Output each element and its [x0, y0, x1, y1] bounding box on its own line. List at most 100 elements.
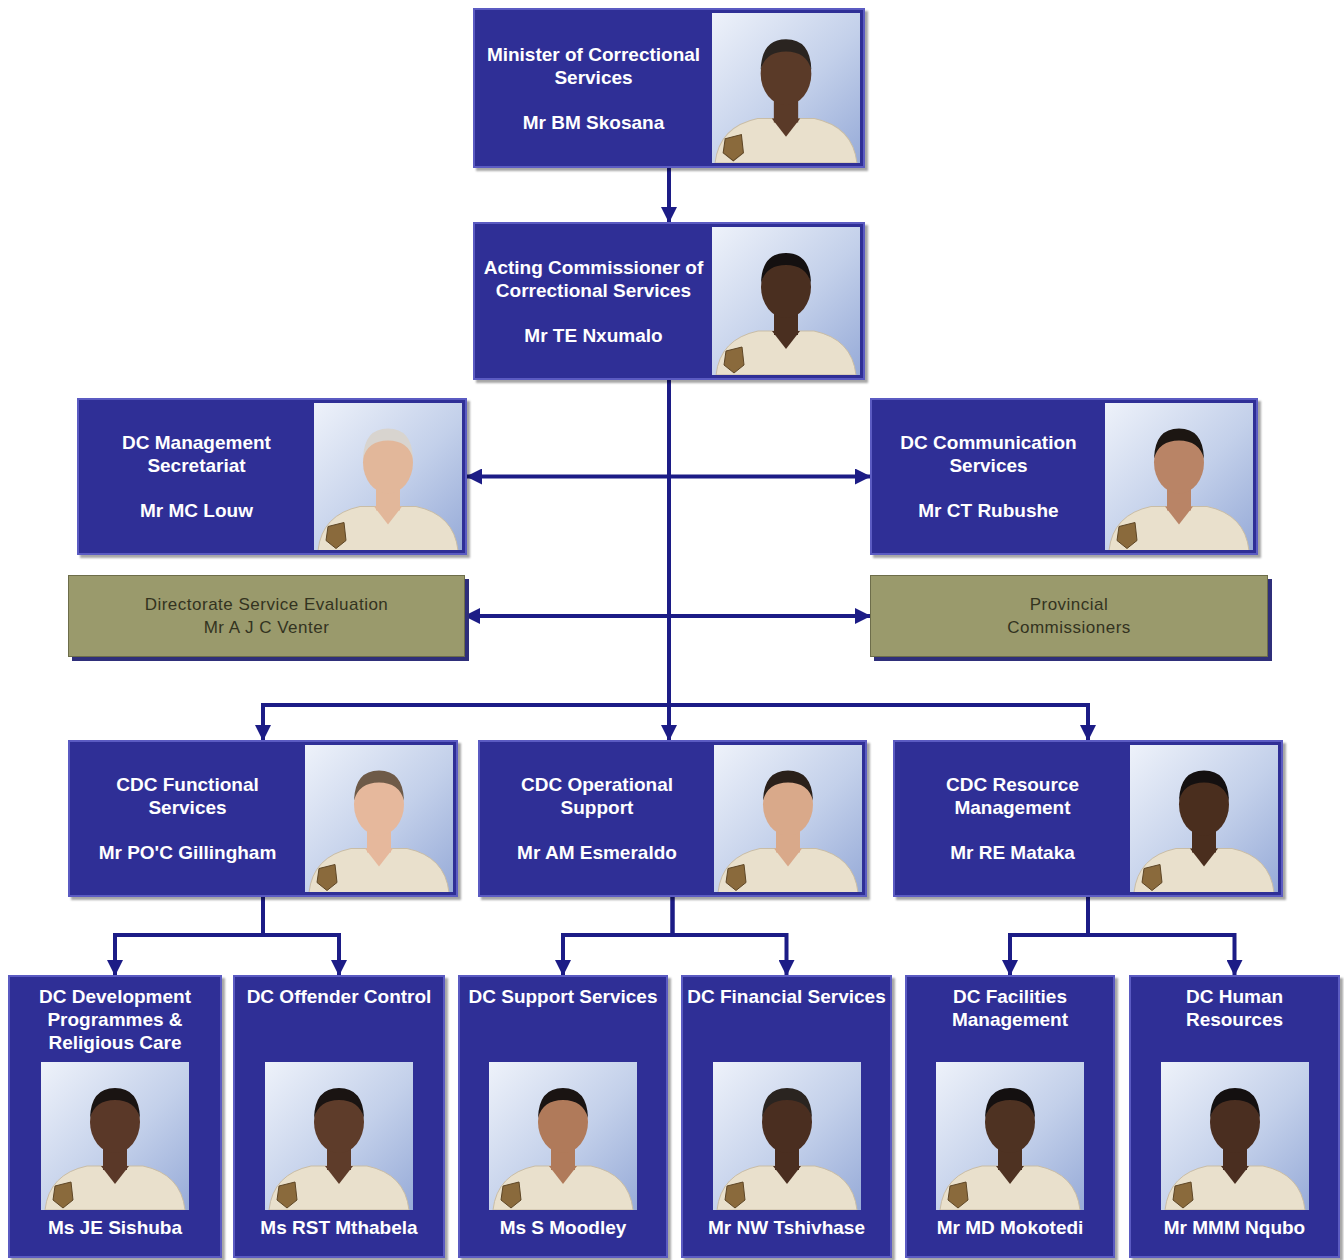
post-title: DC Financial Services	[687, 985, 886, 1054]
person-name: Ms JE Sishuba	[14, 1216, 216, 1239]
collar-shape	[774, 849, 802, 867]
post-title: DC Development Programmes & Religious Ca…	[14, 985, 216, 1054]
hair-shape	[761, 253, 811, 283]
person-name: Mr AM Esmeraldo	[517, 841, 677, 864]
connector-arrow	[673, 897, 787, 975]
collar-shape	[1221, 1166, 1249, 1184]
shirt-shape	[45, 1166, 185, 1210]
unit-box: Provincial Commissioners	[870, 575, 1268, 657]
person-box: CDC Resource Management Mr RE Mataka	[893, 740, 1283, 897]
person-box: DC Financial Services Mr NW Tshivhase	[681, 975, 892, 1258]
text-column: CDC Functional ServicesMr PO'C Gillingha…	[70, 742, 305, 895]
person-box: DC Development Programmes & Religious Ca…	[8, 975, 222, 1258]
person-name: Mr TE Nxumalo	[524, 324, 662, 347]
badge-shape	[723, 135, 743, 161]
person-box: DC Support ServicesMs S Moodley	[458, 975, 668, 1258]
post-title: Minister of Correctional Services	[481, 43, 706, 89]
connector-arrow	[115, 897, 263, 975]
portrait-photo	[712, 227, 860, 375]
shirt-shape	[318, 507, 458, 551]
connector-arrow	[667, 168, 671, 222]
shirt-shape	[718, 849, 858, 893]
post-title: CDC Operational Support	[486, 773, 708, 819]
connector-arrow	[669, 380, 870, 616]
badge-shape	[725, 1182, 745, 1208]
portrait-figure	[314, 403, 462, 550]
portrait-photo	[41, 1062, 189, 1210]
collar-shape	[101, 1166, 129, 1184]
post-title: DC Facilities Management	[911, 985, 1109, 1054]
person-box: Acting Commissioner of Correctional Serv…	[473, 222, 865, 380]
badge-shape	[317, 865, 337, 891]
hair-shape	[761, 39, 812, 69]
post-title: DC Human Resources	[1135, 985, 1334, 1054]
person-name: Mr RE Mataka	[950, 841, 1075, 864]
text-column: DC Management Secretariat Mr MC Louw	[79, 400, 314, 553]
hair-shape	[1210, 1088, 1260, 1118]
post-title: DC Communication Services	[878, 431, 1099, 477]
collar-shape	[1165, 507, 1193, 525]
hair-shape	[762, 1088, 812, 1118]
shirt-shape	[493, 1166, 633, 1210]
portrait-photo	[1161, 1062, 1309, 1210]
person-box: DC Management Secretariat Mr MC Louw	[77, 398, 467, 555]
person-box: DC Communication Services Mr CT Rubushe	[870, 398, 1258, 555]
connector-arrow	[669, 380, 870, 477]
portrait-figure	[1105, 403, 1253, 550]
portrait-figure	[41, 1062, 189, 1210]
collar-shape	[325, 1166, 353, 1184]
person-name: Mr BM Skosana	[523, 111, 664, 134]
hair-shape	[314, 1088, 364, 1118]
unit-title: Directorate Service Evaluation	[145, 593, 389, 616]
badge-shape	[501, 1182, 521, 1208]
post-title: DC Offender Control	[239, 985, 439, 1054]
person-name: Mr MD Mokotedi	[911, 1216, 1109, 1239]
text-column: Minister of Correctional Services Mr BM S…	[475, 10, 712, 166]
badge-shape	[1117, 523, 1137, 549]
portrait-figure	[265, 1062, 413, 1210]
shirt-shape	[1165, 1166, 1305, 1210]
badge-shape	[1173, 1182, 1193, 1208]
hair-shape	[763, 771, 813, 801]
shirt-shape	[309, 849, 449, 893]
unit-box: Directorate Service EvaluationMr A J C V…	[68, 575, 465, 657]
portrait-figure	[1130, 745, 1278, 892]
portrait-figure	[712, 227, 860, 375]
portrait-photo	[265, 1062, 413, 1210]
post-title: CDC Resource Management	[901, 773, 1124, 819]
text-column: CDC Resource Management Mr RE Mataka	[895, 742, 1130, 895]
shirt-shape	[269, 1166, 409, 1210]
shirt-shape	[715, 118, 857, 163]
badge-shape	[724, 347, 744, 373]
hair-shape	[538, 1088, 588, 1118]
post-title: DC Management Secretariat	[85, 431, 308, 477]
badge-shape	[53, 1182, 73, 1208]
person-box: CDC Functional ServicesMr PO'C Gillingha…	[68, 740, 458, 897]
portrait-photo	[1105, 403, 1253, 550]
person-name: Mr CT Rubushe	[918, 499, 1058, 522]
portrait-figure	[1161, 1062, 1309, 1210]
post-title: Acting Commissioner of Correctional Serv…	[481, 256, 706, 302]
text-column: DC Communication Services Mr CT Rubushe	[872, 400, 1105, 553]
person-name: Mr PO'C Gillingham	[99, 841, 277, 864]
portrait-photo	[712, 13, 860, 163]
shirt-shape	[717, 1166, 857, 1210]
portrait-figure	[305, 745, 453, 892]
connector-arrow	[1088, 897, 1235, 975]
shirt-shape	[1109, 507, 1249, 551]
portrait-figure	[489, 1062, 637, 1210]
person-name: Mr MC Louw	[140, 499, 253, 522]
person-box: DC Human ResourcesMr MMM Nqubo	[1129, 975, 1340, 1258]
person-name: Mr NW Tshivhase	[687, 1216, 886, 1239]
portrait-photo	[936, 1062, 1084, 1210]
text-column: Acting Commissioner of Correctional Serv…	[475, 224, 712, 378]
hair-shape	[90, 1088, 140, 1118]
badge-shape	[326, 523, 346, 549]
shirt-shape	[1134, 849, 1274, 893]
collar-shape	[772, 331, 800, 349]
collar-shape	[549, 1166, 577, 1184]
portrait-photo	[489, 1062, 637, 1210]
person-box: DC Facilities Management Mr MD Mokotedi	[905, 975, 1115, 1258]
person-name: Ms RST Mthabela	[239, 1216, 439, 1239]
